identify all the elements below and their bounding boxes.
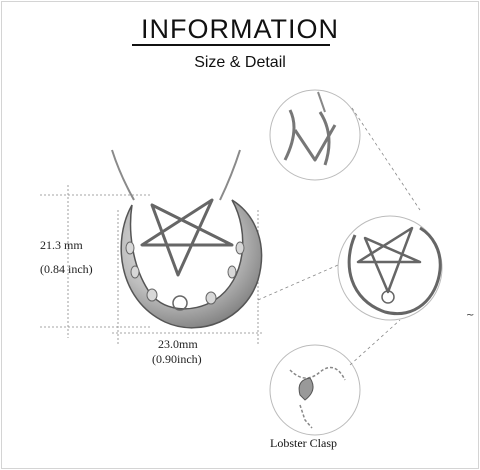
decorative-mark: ~: [466, 310, 474, 321]
detail-circle-pentagram: [337, 215, 443, 321]
detail-connectors: [257, 107, 421, 366]
dimension-guides: [40, 185, 262, 345]
page-title: INFORMATION: [141, 14, 339, 44]
height-inch-label: (0.84 inch): [40, 262, 93, 276]
page-subtitle: Size & Detail: [194, 54, 286, 71]
height-mm-label: 21.3 mm: [40, 238, 83, 252]
width-mm-label: 23.0mm: [158, 337, 198, 351]
width-inch-label: (0.90inch): [152, 352, 202, 366]
necklace-chain: [111, 149, 241, 201]
title-underline: [132, 44, 330, 46]
detail-circle-clasp: [269, 344, 361, 436]
pendant-main: [120, 198, 263, 329]
detail-circle-bail: [269, 89, 361, 181]
clasp-caption: Lobster Clasp: [270, 436, 337, 450]
